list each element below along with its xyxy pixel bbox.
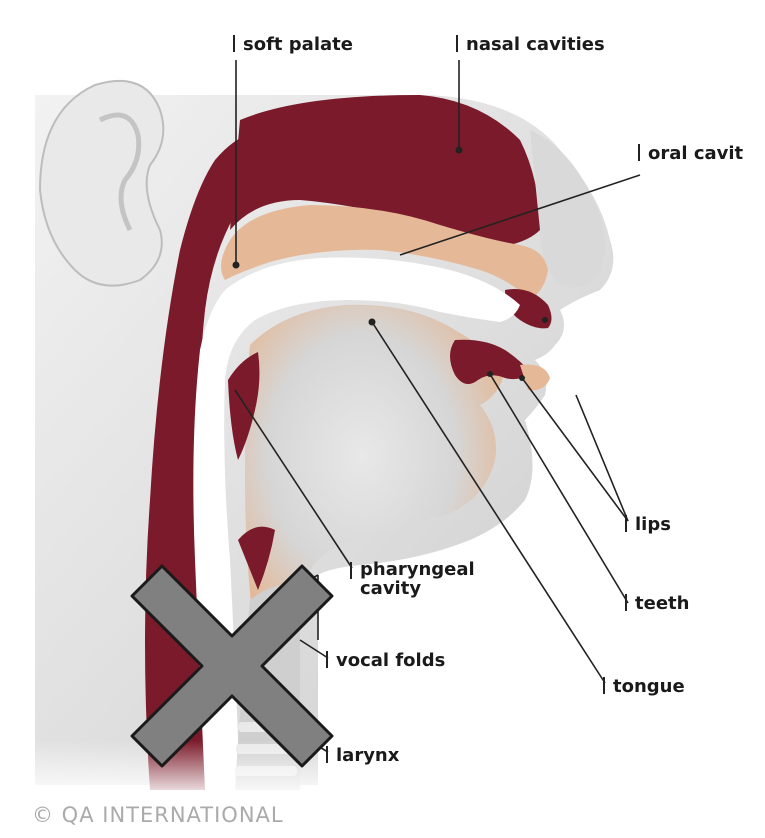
leader-lips-1 (522, 378, 628, 521)
copyright-notice: © QA INTERNATIONAL (32, 803, 284, 827)
label-vocal-folds: vocal folds (326, 651, 445, 670)
label-soft-palate: soft palate (233, 35, 353, 54)
label-lips: lips (625, 515, 671, 534)
label-larynx: larynx (326, 746, 399, 765)
label-oral-cavity: oral cavit (638, 144, 743, 163)
leader-lips-2 (576, 395, 628, 521)
label-teeth: teeth (625, 594, 689, 613)
label-tongue: tongue (603, 677, 685, 696)
label-nasal-cavities: nasal cavities (456, 35, 605, 54)
